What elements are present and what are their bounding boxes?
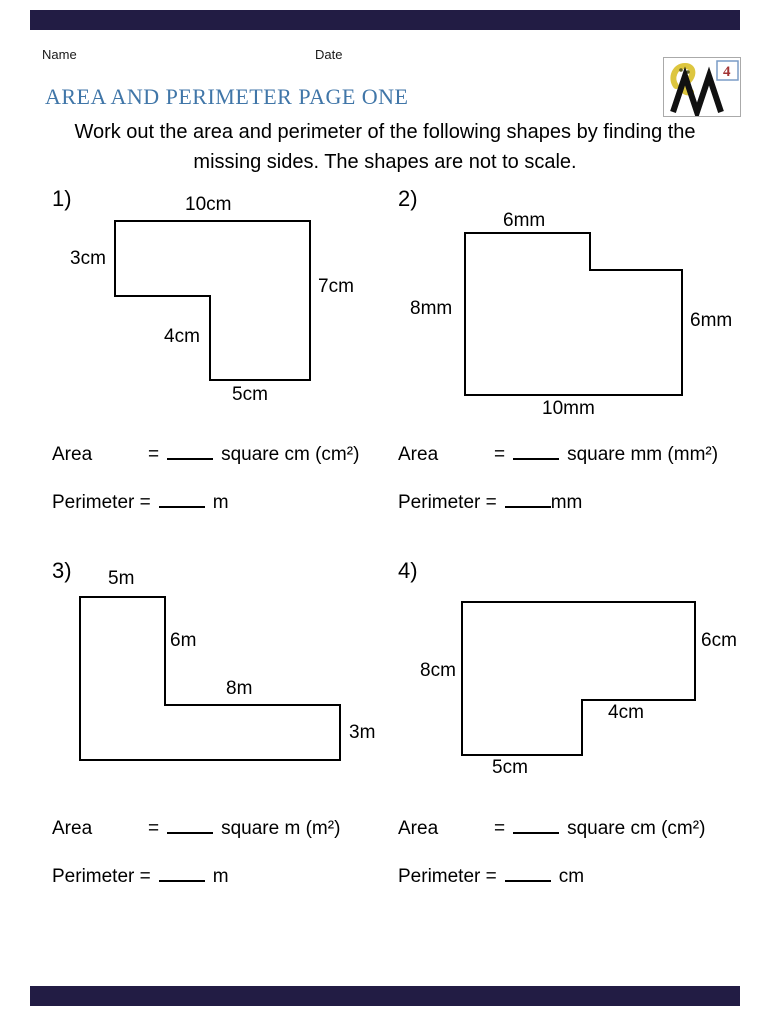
logo-graphic: 4 (670, 60, 739, 122)
p4-dim-left: 8cm (420, 660, 456, 681)
equals-sign: = (148, 444, 160, 465)
problem-3-shape (79, 596, 341, 761)
logo-m-mark (670, 66, 724, 122)
answer-blank (513, 820, 560, 834)
equals-sign: = (494, 818, 506, 839)
area-unit: square cm (cm²) (567, 818, 706, 839)
problem-3-area-line: Area = square m (m²) (52, 818, 340, 840)
problem-2-perimeter-line: Perimeter = mm (398, 492, 582, 514)
bottom-border-bar (30, 986, 740, 1006)
area-unit: square cm (cm²) (221, 444, 360, 465)
p1-dim-left: 3cm (70, 248, 106, 269)
perimeter-unit: mm (550, 492, 583, 513)
logo-badge-box (716, 60, 739, 81)
p4-dim-bottom: 5cm (492, 757, 528, 778)
p1-dim-right: 7cm (318, 276, 354, 297)
perimeter-label: Perimeter = (398, 492, 497, 513)
logo-badge-number: 4 (723, 64, 731, 80)
answer-blank (167, 820, 214, 834)
p4-dim-inner: 4cm (608, 702, 644, 723)
perimeter-unit: cm (558, 866, 585, 887)
date-label: Date (315, 47, 343, 62)
salamander-spot (679, 68, 683, 72)
p3-dim-inner-horiz: 8m (226, 678, 253, 699)
problem-1-area-line: Area = square cm (cm²) (52, 444, 359, 466)
problem-4-area-line: Area = square cm (cm²) (398, 818, 705, 840)
perimeter-label: Perimeter = (398, 866, 497, 887)
problem-4-shape (461, 601, 696, 756)
p3-dim-top: 5m (108, 568, 135, 589)
p4-dim-right: 6cm (701, 630, 737, 651)
equals-sign: = (148, 818, 160, 839)
p3-dim-right: 3m (349, 722, 376, 743)
p1-dim-inner: 4cm (164, 326, 200, 347)
area-label: Area (398, 444, 439, 465)
area-unit: square mm (mm²) (567, 444, 719, 465)
problem-1-perimeter-line: Perimeter = m (52, 492, 229, 514)
p2-dim-bottom: 10mm (542, 398, 595, 419)
problem-4-perimeter-line: Perimeter = cm (398, 866, 584, 888)
instructions-line-2: missing sides. The shapes are not to sca… (193, 151, 577, 173)
top-border-bar (30, 10, 740, 30)
equals-sign: = (494, 444, 506, 465)
area-label: Area (52, 444, 93, 465)
problem-2-area-line: Area = square mm (mm²) (398, 444, 718, 466)
p1-dim-top: 10cm (185, 194, 232, 215)
problem-1-number: 1) (52, 186, 72, 211)
problem-2-shape (464, 232, 683, 396)
name-label: Name (42, 47, 77, 62)
answer-blank (504, 868, 551, 882)
problem-2-number: 2) (398, 186, 418, 211)
answer-blank (158, 868, 205, 882)
page-title: AREA AND PERIMETER PAGE ONE (45, 84, 409, 109)
perimeter-unit: m (212, 492, 229, 513)
instructions-line-1: Work out the area and perimeter of the f… (74, 121, 696, 143)
answer-blank (167, 446, 214, 460)
answer-blank (504, 494, 551, 508)
area-label: Area (398, 818, 439, 839)
perimeter-label: Perimeter = (52, 866, 151, 887)
perimeter-unit: m (212, 866, 229, 887)
p2-dim-left: 8mm (410, 298, 453, 319)
instructions: Work out the area and perimeter of the f… (0, 117, 770, 177)
logo: 4 (663, 57, 741, 122)
problem-3-perimeter-line: Perimeter = m (52, 866, 229, 888)
problem-4-number: 4) (398, 558, 418, 583)
p3-dim-inner-vert: 6m (170, 630, 197, 651)
area-label: Area (52, 818, 93, 839)
perimeter-label: Perimeter = (52, 492, 151, 513)
p2-dim-right: 6mm (690, 310, 733, 331)
answer-blank (513, 446, 560, 460)
area-unit: square m (m²) (221, 818, 341, 839)
p2-dim-top: 6mm (503, 210, 546, 231)
p1-dim-bottom: 5cm (232, 384, 268, 405)
answer-blank (158, 494, 205, 508)
problem-3-number: 3) (52, 558, 72, 583)
problem-1-shape (114, 220, 311, 381)
